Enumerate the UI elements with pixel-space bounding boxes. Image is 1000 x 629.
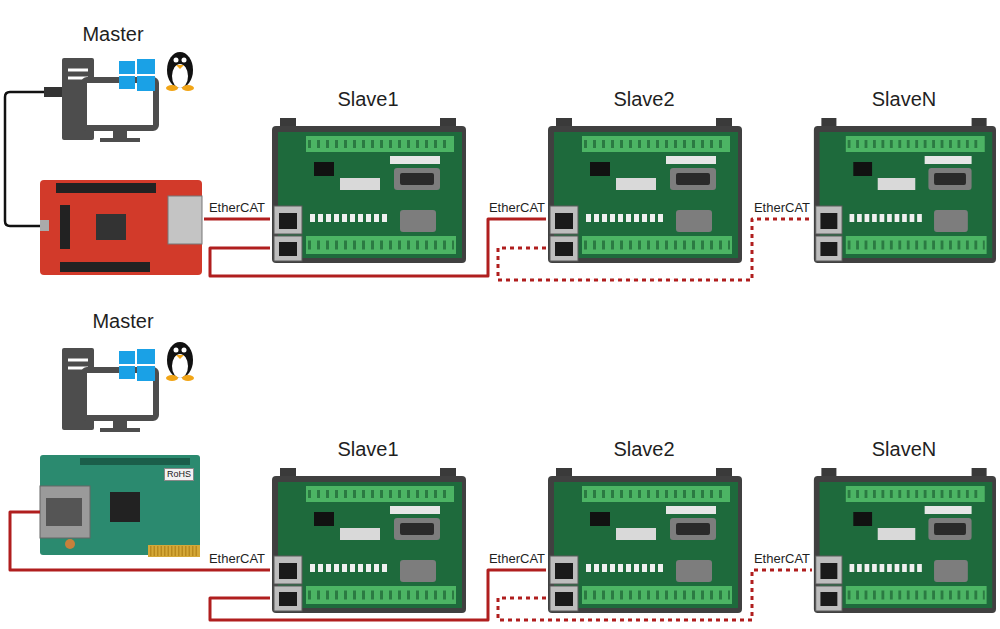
node-title: Slave2 — [546, 435, 742, 461]
node-title: SlaveN — [812, 435, 996, 461]
micro-usb — [40, 220, 49, 231]
pin-header — [60, 205, 70, 249]
edge-label: EtherCAT — [487, 551, 547, 566]
slave-board — [548, 118, 742, 263]
board-marking: RoHS — [164, 468, 194, 481]
node-title: Master — [40, 307, 206, 333]
edge-label: EtherCAT — [752, 551, 812, 566]
edge-label: EtherCAT — [752, 200, 812, 215]
rj45-jack — [40, 486, 90, 538]
pc-icon — [62, 342, 194, 432]
rj45-jack — [168, 196, 202, 244]
node-title: Slave1 — [270, 85, 466, 111]
edge-label: EtherCAT — [207, 551, 267, 566]
usb-plug — [44, 87, 62, 97]
device-node: Slave2 — [546, 85, 742, 265]
pc-icon — [62, 52, 194, 142]
mount-hole — [65, 539, 75, 549]
finger-contacts — [150, 546, 198, 556]
ethercat-cable — [210, 219, 546, 276]
slave-board — [814, 118, 996, 263]
device-node: Slave2 — [546, 435, 742, 613]
node-title: Slave2 — [546, 85, 742, 111]
usb-cable — [5, 92, 44, 226]
slave-board — [272, 468, 466, 613]
ethercat-cable — [498, 570, 812, 620]
ethercat-cable — [498, 219, 812, 280]
slave-board — [272, 118, 466, 263]
pin-header — [56, 183, 156, 193]
ethercat-cable — [210, 570, 546, 620]
pcie-fingers — [148, 545, 200, 557]
device-node: Slave1 — [270, 85, 466, 265]
device-node: SlaveN — [812, 435, 996, 613]
device-node: Master — [40, 307, 206, 559]
chip — [96, 214, 126, 240]
ethercat-cable — [10, 512, 270, 570]
device-node: Master — [22, 20, 204, 282]
chip — [110, 492, 140, 522]
slave-board — [548, 468, 742, 613]
usb-ethercat-board — [40, 180, 202, 275]
device-node: SlaveN — [812, 85, 996, 265]
rj45-socket — [46, 498, 82, 526]
slave-board — [814, 468, 996, 613]
node-title: Master — [22, 20, 204, 46]
pin-header — [60, 262, 150, 272]
device-node: Slave1 — [270, 435, 466, 613]
edge-label: EtherCAT — [487, 200, 547, 215]
node-title: Slave1 — [270, 435, 466, 461]
pin-header — [80, 458, 190, 465]
edge-label: EtherCAT — [207, 200, 267, 215]
node-title: SlaveN — [812, 85, 996, 111]
pcie-card — [40, 455, 200, 555]
ethercat-cable — [204, 218, 270, 221]
